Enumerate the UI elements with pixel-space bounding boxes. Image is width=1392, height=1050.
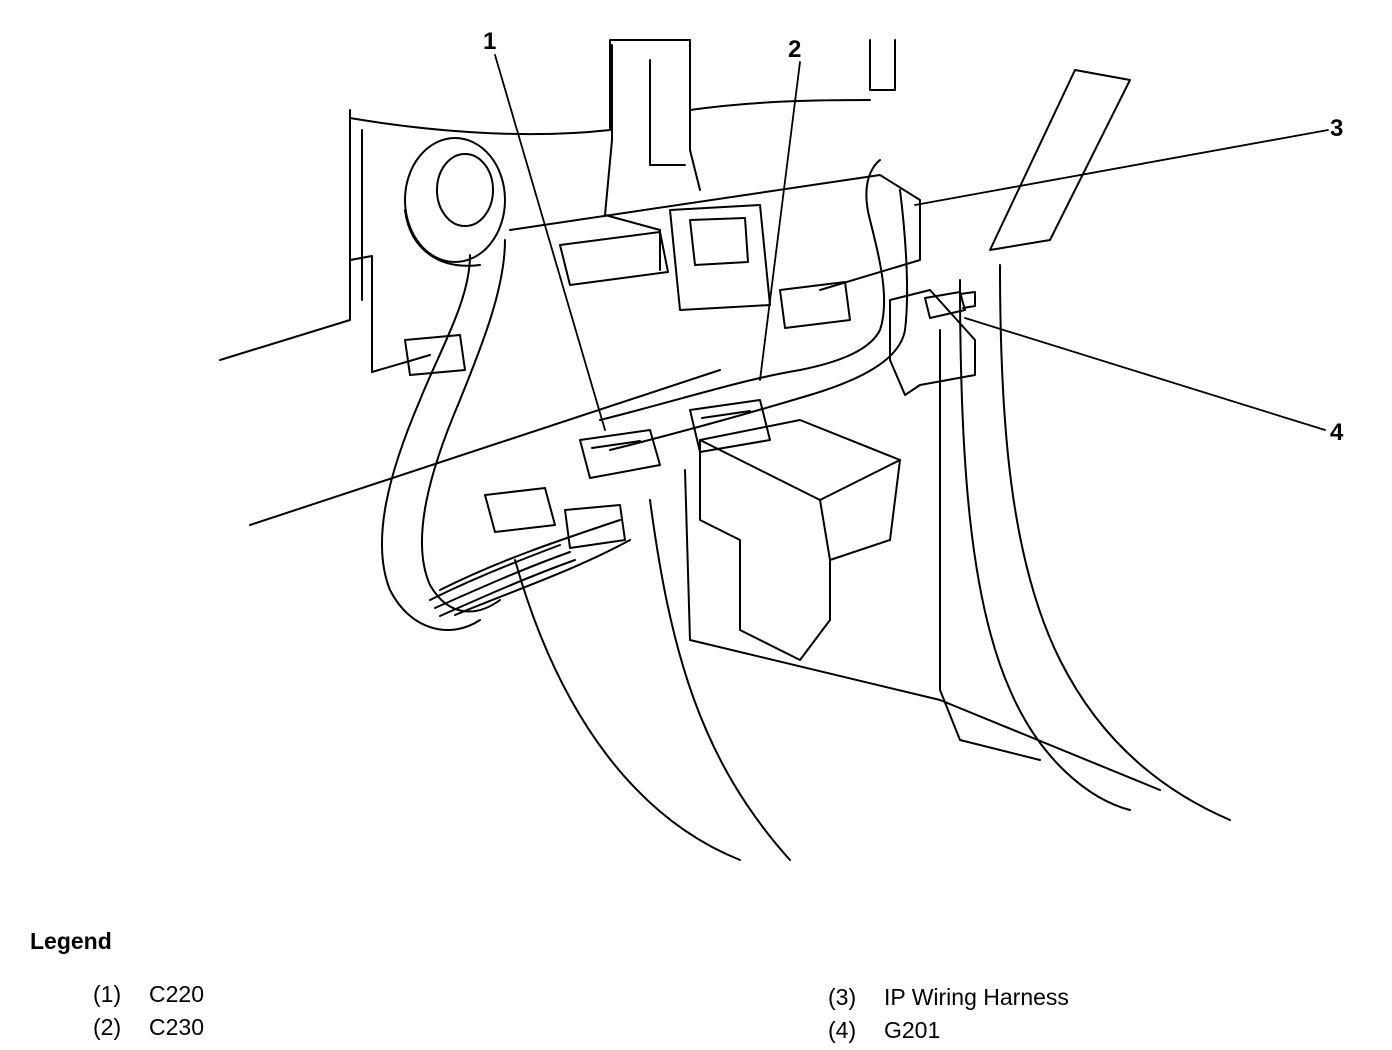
legend-item-number: (3) (828, 984, 857, 1010)
legend-item: (1) C220 (93, 981, 204, 1008)
leader-line-1 (494, 54, 606, 431)
pillar-edge-2 (999, 264, 1231, 821)
grommet-outer (404, 137, 506, 263)
connector-block-detail (689, 217, 749, 266)
box-top (699, 419, 901, 501)
legend-title: Legend (30, 928, 112, 954)
legend-item-label: C230 (149, 1014, 204, 1040)
ground-stud (924, 291, 976, 319)
wiring-diagram (219, 39, 1329, 861)
connector-right (779, 281, 851, 329)
legend-item-label: G201 (884, 1017, 941, 1043)
column-inner (649, 59, 686, 166)
harness-lower-run (439, 519, 621, 591)
harness-drop-left (380, 254, 481, 631)
panel-upper-edge (349, 39, 871, 136)
harness-lower-run-2 (454, 539, 631, 616)
ground-bracket (889, 289, 976, 396)
connector-c230 (689, 399, 771, 453)
connector-block-top (669, 204, 771, 311)
grommet-inner (436, 153, 494, 227)
pillar-edge-1 (989, 69, 1131, 251)
leader-line-2 (759, 61, 801, 381)
harness-strands (429, 544, 576, 617)
leader-line-3 (914, 129, 1329, 206)
connector-lower-2 (564, 504, 626, 549)
callout-4: 4 (1330, 419, 1344, 446)
lower-panel-inner (684, 469, 691, 641)
panel-left-wall (219, 109, 351, 361)
connector-c220 (579, 429, 661, 479)
legend-item-label: C220 (149, 981, 204, 1007)
legend-item-number: (1) (93, 981, 122, 1007)
lower-panel-left (514, 559, 741, 861)
box-edge (819, 499, 831, 561)
leader-line-4 (964, 317, 1326, 431)
duct-upper (509, 174, 921, 291)
grommet-flange (404, 209, 481, 267)
harness-main-bottom (609, 189, 909, 451)
box-front (699, 439, 901, 661)
legend-item-number: (2) (93, 1014, 122, 1040)
pillar-edge-4 (939, 329, 1041, 761)
panel-left-bracket (349, 255, 431, 373)
pillar-edge-3 (959, 279, 1131, 811)
column-right (689, 39, 701, 191)
legend-item-number: (4) (828, 1017, 857, 1043)
lower-panel-mid (649, 499, 791, 861)
body-sill (689, 639, 1161, 791)
legend-item: (4) G201 (828, 1017, 940, 1044)
callout-3: 3 (1330, 115, 1344, 142)
legend-item-label: IP Wiring Harness (884, 984, 1069, 1010)
legend-item: (3) IP Wiring Harness (828, 984, 1069, 1011)
callout-1: 1 (483, 28, 497, 55)
harness-main-top (599, 159, 886, 421)
connector-left (404, 334, 466, 376)
callout-2: 2 (788, 36, 802, 63)
connector-lower-1 (484, 487, 556, 533)
legend-item: (2) C230 (93, 1014, 204, 1041)
floor-line-left (249, 369, 721, 526)
duct-lower (559, 231, 669, 286)
pillar-outer (869, 39, 896, 91)
